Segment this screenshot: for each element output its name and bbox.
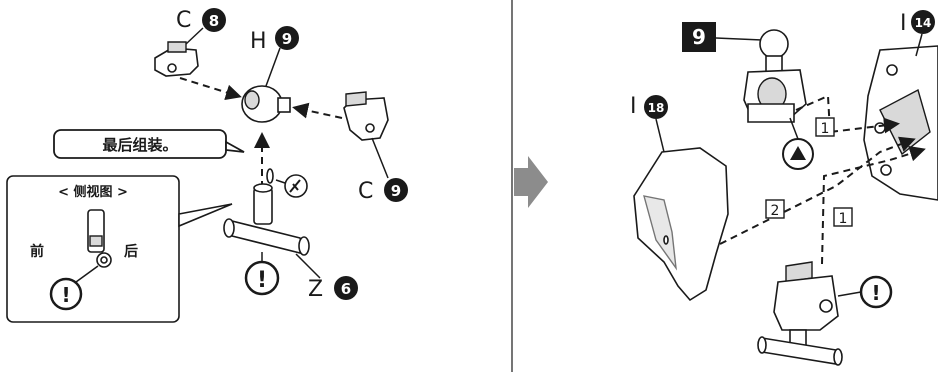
svg-text:1: 1 (821, 121, 830, 137)
leader-i14 (915, 33, 923, 57)
arrow-c8-to-h9 (179, 77, 242, 101)
svg-text:I: I (900, 11, 907, 36)
label-z6: Z 6 (308, 276, 358, 302)
part-i18-torso (633, 147, 729, 302)
leader-c8 (185, 27, 204, 45)
leader-c9 (371, 137, 389, 179)
leader-pin (789, 117, 799, 140)
side-view-warning-icon: ! (49, 277, 83, 311)
right-step-panel: 9 I 18 (630, 10, 938, 366)
side-view-title: < 侧视图 > (58, 184, 128, 200)
callout-box: 最后组装。 (53, 129, 245, 159)
svg-text:2: 2 (771, 203, 780, 219)
svg-text:9: 9 (282, 30, 292, 48)
label-i18: I 18 (630, 94, 668, 119)
leader-i18 (655, 118, 665, 153)
arrow-c9-to-h9 (292, 102, 343, 119)
svg-text:C: C (176, 8, 191, 33)
leader-right-warning (837, 291, 862, 297)
side-view-peg (87, 209, 112, 268)
label-c8: C 8 (176, 8, 226, 33)
order-mark-1a: 1 (815, 117, 835, 137)
svg-text:14: 14 (915, 16, 932, 30)
connector-tjoint-to-i14 (821, 145, 926, 265)
part-c8 (154, 41, 199, 77)
warning-icon: ! (244, 260, 280, 296)
svg-text:9: 9 (391, 182, 401, 200)
part-assembled-joint (743, 29, 807, 123)
svg-text:6: 6 (341, 280, 351, 298)
next-step-arrow-icon (514, 156, 548, 208)
connector-joint-to-i14 (795, 94, 900, 134)
label-c9: C 9 (358, 178, 408, 204)
callout-text: 最后组装。 (102, 136, 177, 154)
side-view-back-label: 后 (124, 243, 138, 260)
leader-h9 (265, 47, 281, 87)
svg-text:Z: Z (308, 277, 323, 302)
part-h9 (241, 85, 291, 123)
svg-text:C: C (358, 179, 373, 204)
svg-text:I: I (630, 94, 637, 119)
pin-icon (782, 138, 814, 170)
order-mark-2: 2 (765, 199, 785, 219)
svg-text:8: 8 (209, 12, 219, 30)
label-i14: I 14 (900, 10, 935, 36)
svg-text:9: 9 (692, 25, 706, 49)
step-badge: 9 (682, 22, 716, 52)
part-c9 (343, 91, 389, 141)
leader-step-badge (715, 37, 763, 41)
glue-icon (266, 168, 308, 198)
svg-text:!: ! (871, 281, 880, 305)
svg-text:18: 18 (648, 101, 665, 115)
leader-z6 (295, 253, 321, 279)
svg-text:!: ! (61, 283, 70, 307)
part-tjoint-assembly (757, 261, 843, 366)
order-mark-1b: 1 (833, 207, 853, 227)
part-i14 (863, 45, 938, 201)
svg-text:H: H (250, 29, 267, 54)
side-view-front-label: 前 (30, 243, 44, 260)
svg-text:1: 1 (839, 211, 848, 227)
right-warning-icon: ! (859, 275, 893, 309)
left-step-panel: C 8 H 9 C 9 (6, 8, 408, 323)
part-z6 (223, 183, 310, 256)
side-view-box: < 侧视图 > 前 后 ! (6, 175, 233, 323)
svg-text:!: ! (257, 268, 267, 293)
label-h9: H 9 (250, 26, 299, 54)
